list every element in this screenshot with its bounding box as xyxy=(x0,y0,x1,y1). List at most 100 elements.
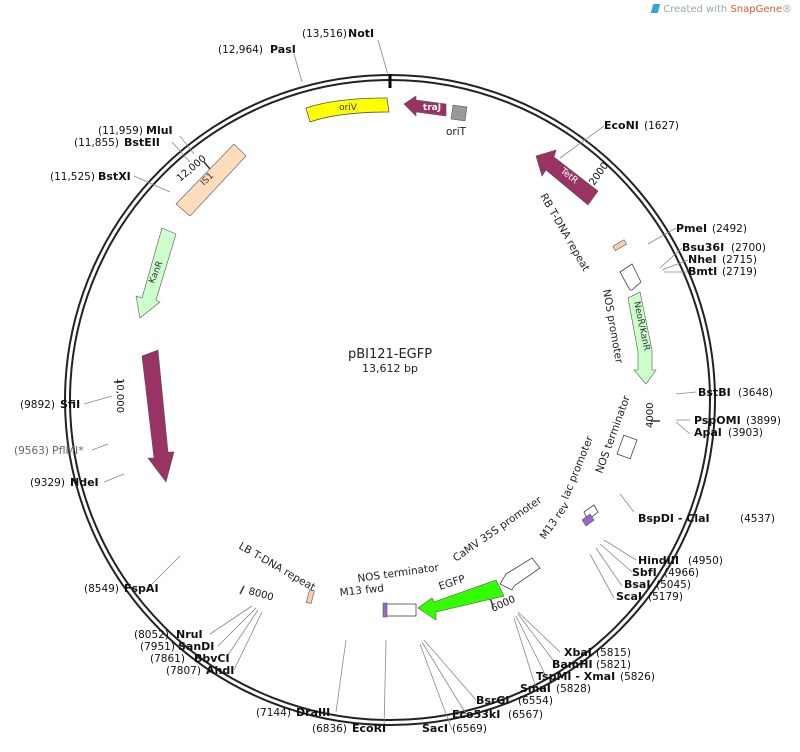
site-pos-ScaI: (5179) xyxy=(648,591,683,603)
site-pos-AhdI: (7807) xyxy=(166,665,201,677)
site-name-ApaI: ApaI xyxy=(694,426,722,439)
site-pos-BbvCI: (7861) xyxy=(150,653,185,665)
site-pos-BspDI-ClaI: (4537) xyxy=(740,513,775,525)
restriction-sites xyxy=(83,39,697,731)
site-name-SacI: SacI xyxy=(422,722,448,735)
site-name-Eco53kI: Eco53kI xyxy=(452,708,500,721)
tick-marks: 2000 4000 6000 8000 10,000 12,000 xyxy=(114,153,660,615)
site-name-BstXI: BstXI xyxy=(98,170,131,183)
feature-trfA xyxy=(141,349,175,483)
tick-label-10000: 10,000 xyxy=(114,378,125,413)
site-name-EcoNI: EcoNI xyxy=(604,119,639,132)
site-line-FspAI xyxy=(151,555,181,585)
feature-label-CaMV-35S-promoter: CaMV 35S promoter xyxy=(451,494,545,565)
site-pos-Eco53kI: (6567) xyxy=(508,709,543,721)
watermark-suffix: ® xyxy=(782,4,792,15)
feature-KanR xyxy=(135,227,177,319)
snapgene-watermark: Created with SnapGene® xyxy=(651,4,792,15)
site-name-BspDI-ClaI: BspDI - ClaI xyxy=(638,512,710,525)
feature-label-traJ: traJ xyxy=(423,103,441,113)
site-pos-BsrGI: (6554) xyxy=(518,695,553,707)
site-line-EcoNI xyxy=(559,125,605,159)
site-pos-BstBI: (3648) xyxy=(738,387,773,399)
feature-label-NOS-terminator-1: NOS terminator xyxy=(594,393,634,475)
site-pos-SmaI: (5828) xyxy=(556,683,591,695)
site-name-SanDI: SanDI xyxy=(178,640,214,653)
site-line-EcoRI xyxy=(383,639,387,729)
site-pos-BamHI: (5821) xyxy=(596,659,631,671)
feature-CaMV-35S-promoter xyxy=(499,557,541,591)
site-pos-BstXI: (11,525) xyxy=(50,171,95,183)
site-line-BstBI xyxy=(675,391,697,395)
site-pos-SfiI: (9892) xyxy=(20,399,55,411)
feature-oriT xyxy=(450,104,468,122)
tick-label-2000: 2000 xyxy=(587,161,611,188)
feature-label-trfA: trfA xyxy=(136,384,149,403)
site-name-DraIII: DraIII xyxy=(296,706,330,719)
feature-label-M13-fwd: M13 fwd xyxy=(339,582,385,599)
site-line-PflMI xyxy=(91,443,109,451)
site-pos-XbaI: (5815) xyxy=(596,647,631,659)
site-name-BsaI: BsaI xyxy=(624,578,650,591)
site-name-SbfI: SbfI xyxy=(632,566,657,579)
site-line-HindIII-group xyxy=(589,539,637,599)
site-pos-EcoNI: (1627) xyxy=(644,120,679,132)
site-line-NdeI xyxy=(103,473,125,483)
watermark-prefix: Created with xyxy=(663,4,731,15)
site-pos-PflMI: (9563) xyxy=(14,445,49,457)
site-line-BspDI-ClaI xyxy=(619,493,635,513)
site-name-NruI: NruI xyxy=(176,628,203,641)
site-name-AhdI: AhdI xyxy=(206,664,234,677)
site-pos-BstEII: (11,855) xyxy=(74,137,119,149)
site-line-BstXI xyxy=(133,175,171,193)
site-line-BsrGI-group xyxy=(419,639,477,731)
site-pos-MluI: (11,959) xyxy=(98,125,143,137)
site-line-SfiI xyxy=(83,395,113,405)
site-name-ScaI: ScaI xyxy=(616,590,642,603)
feature-label-NOS-promoter: NOS promoter xyxy=(600,288,625,364)
site-name-PflMI: PflMI* xyxy=(52,444,84,457)
plasmid-size: 13,612 bp xyxy=(362,362,418,375)
site-name-TspMI-XmaI: TspMI - XmaI xyxy=(536,670,615,683)
site-pos-NruI: (8052) xyxy=(134,629,169,641)
site-pos-BsaI: (5045) xyxy=(656,579,691,591)
site-name-BstBI: BstBI xyxy=(698,386,731,399)
site-name-BstEII: BstEII xyxy=(124,136,160,149)
site-labels: (13,516) NotI (12,964) PasI EcoNI (1627)… xyxy=(14,27,781,735)
feature-label-LB-T-DNA-repeat: LB T-DNA repeat xyxy=(237,540,318,594)
site-pos-PmeI: (2492) xyxy=(712,223,747,235)
tick-12000 xyxy=(203,161,211,170)
site-line-NruI-group xyxy=(209,605,263,671)
feature-traJ xyxy=(403,95,447,117)
watermark-brand: SnapGene xyxy=(730,4,782,15)
feature-label-oriV: oriV xyxy=(339,103,358,113)
site-line-NotI xyxy=(377,39,389,76)
site-name-HindIII: HindIII xyxy=(638,554,679,567)
site-pos-TspMI-XmaI: (5826) xyxy=(620,671,655,683)
site-pos-FspAI: (8549) xyxy=(84,583,119,595)
site-pos-NotI: (13,516) xyxy=(302,28,347,40)
site-name-SfiI: SfiI xyxy=(60,398,80,411)
site-pos-PspOMI: (3899) xyxy=(746,415,781,427)
plasmid-name: pBI121-EGFP xyxy=(348,347,432,362)
site-name-Bsu36I: Bsu36I xyxy=(682,241,724,254)
feature-NOS-terminator-1 xyxy=(616,434,638,460)
feature-NOS-terminator-2 xyxy=(385,603,417,617)
site-line-PasI xyxy=(293,53,303,83)
site-pos-SbfI: (4966) xyxy=(664,567,699,579)
backbone-inner xyxy=(69,79,711,721)
site-name-SmaI: SmaI xyxy=(520,682,551,695)
site-line-PspOMI-ApaI xyxy=(675,419,691,435)
site-name-NheI: NheI xyxy=(688,253,717,266)
feature-M13-fwd xyxy=(382,602,388,618)
site-name-EcoRI: EcoRI xyxy=(352,722,386,735)
site-pos-PasI: (12,964) xyxy=(218,44,263,56)
site-name-BmtI: BmtI xyxy=(688,265,717,278)
site-pos-NdeI: (9329) xyxy=(30,477,65,489)
site-pos-EcoRI: (6836) xyxy=(312,723,347,735)
feature-TetR xyxy=(535,149,599,206)
site-name-XbaI: XbaI xyxy=(564,646,592,659)
site-line-DraIII xyxy=(335,639,347,713)
feature-oriV xyxy=(305,97,390,123)
